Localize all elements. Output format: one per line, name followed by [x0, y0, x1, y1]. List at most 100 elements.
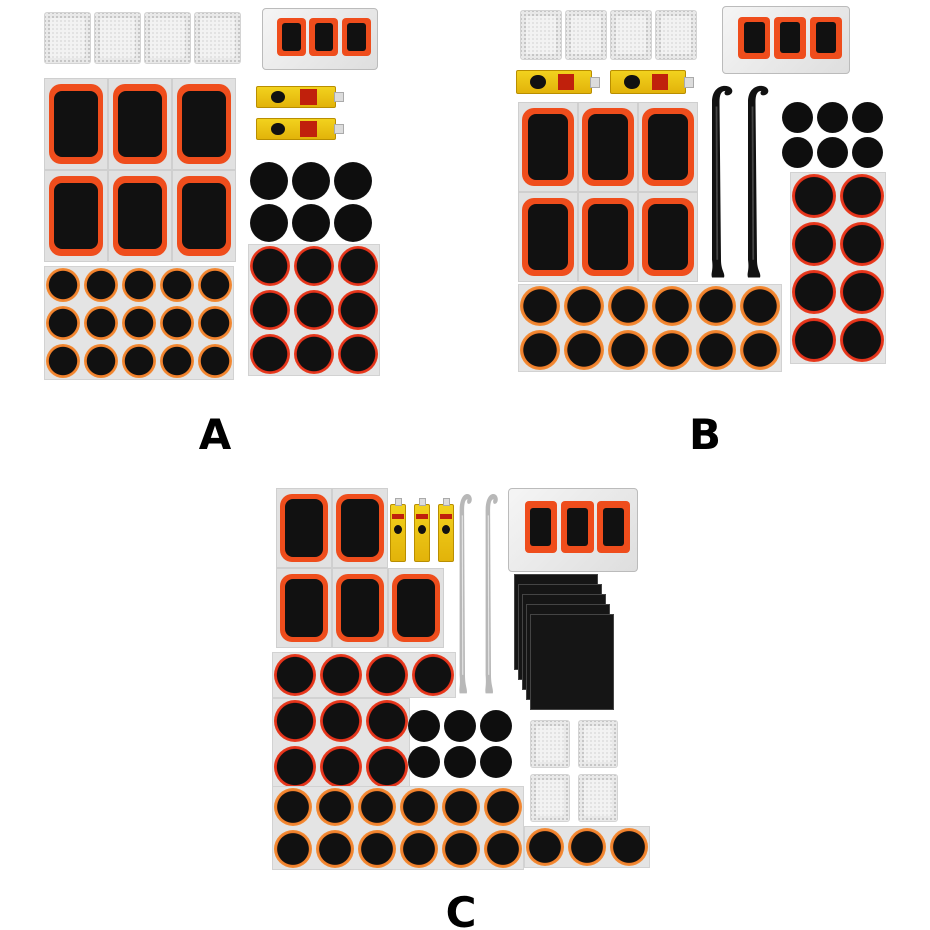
rectangular-patch — [172, 78, 236, 170]
round-patch — [198, 306, 232, 340]
round-patch — [250, 290, 290, 330]
sanding-pad — [520, 10, 562, 60]
round-patch — [338, 290, 378, 330]
round-black-patch — [852, 102, 883, 133]
round-patch — [412, 654, 454, 696]
round-patch — [160, 306, 194, 340]
round-patch — [316, 788, 354, 826]
round-patch — [320, 746, 362, 788]
rectangular-patch — [108, 78, 172, 170]
round-patch — [792, 222, 836, 266]
round-patch — [320, 700, 362, 742]
round-patch — [274, 788, 312, 826]
sanding-pad — [578, 774, 618, 822]
sanding-pad — [565, 10, 607, 60]
round-black-patch — [480, 746, 512, 778]
rectangular-patch — [172, 170, 236, 262]
glue-box — [722, 6, 850, 74]
sanding-pad — [144, 12, 191, 64]
round-patch — [520, 330, 560, 370]
round-patch — [526, 828, 564, 866]
round-patch — [84, 268, 118, 302]
glue-tube — [414, 498, 430, 562]
round-black-patch — [444, 710, 476, 742]
round-patch — [652, 286, 692, 326]
round-patch — [316, 830, 354, 868]
patch-backing-sheet — [518, 284, 782, 372]
round-patch — [564, 330, 604, 370]
glue-box — [508, 488, 638, 572]
glue-tube — [438, 498, 454, 562]
box-patch — [309, 17, 339, 57]
box-patch — [597, 500, 630, 553]
round-patch — [366, 700, 408, 742]
round-patch — [740, 286, 780, 326]
round-patch — [84, 344, 118, 378]
box-patch — [774, 16, 807, 59]
round-patch — [520, 286, 560, 326]
round-black-patch — [408, 746, 440, 778]
glue-tube — [390, 498, 406, 562]
round-patch — [652, 330, 692, 370]
round-black-patch — [292, 204, 330, 242]
round-black-patch — [408, 710, 440, 742]
rectangular-patch — [276, 488, 332, 568]
round-patch — [400, 788, 438, 826]
round-patch — [198, 268, 232, 302]
round-patch — [160, 268, 194, 302]
round-patch — [274, 654, 316, 696]
round-patch — [338, 246, 378, 286]
round-patch — [610, 828, 648, 866]
round-patch — [366, 746, 408, 788]
round-patch — [608, 286, 648, 326]
option-c-label: C — [445, 888, 477, 930]
round-patch — [484, 830, 522, 868]
round-patch — [400, 830, 438, 868]
tire-lever — [485, 494, 498, 694]
round-patch — [792, 318, 836, 362]
round-patch — [46, 306, 80, 340]
rectangular-patch — [388, 568, 444, 648]
round-patch — [122, 306, 156, 340]
box-patch — [738, 16, 771, 59]
option-a-kit-image — [44, 8, 380, 380]
box-patch — [276, 17, 306, 57]
glue-tube — [256, 86, 344, 108]
round-black-patch — [480, 710, 512, 742]
tire-lever — [747, 85, 769, 278]
round-patch — [84, 306, 118, 340]
rectangular-patch — [518, 192, 578, 282]
box-patch — [810, 16, 843, 59]
round-patch — [696, 286, 736, 326]
round-patch — [274, 830, 312, 868]
round-patch — [160, 344, 194, 378]
round-black-patch — [334, 162, 372, 200]
round-black-patch — [444, 746, 476, 778]
round-patch — [358, 788, 396, 826]
round-patch — [358, 830, 396, 868]
round-patch — [294, 246, 334, 286]
glue-tube — [610, 70, 694, 94]
rectangular-patch — [578, 102, 638, 192]
round-patch — [46, 344, 80, 378]
sanding-pad — [194, 12, 241, 64]
round-patch — [840, 174, 884, 218]
rectangular-patch — [638, 192, 698, 282]
round-patch — [840, 318, 884, 362]
round-patch — [46, 268, 80, 302]
option-a-label: A — [198, 410, 232, 459]
rectangular-patch — [518, 102, 578, 192]
round-patch — [320, 654, 362, 696]
option-c-kit-image — [272, 488, 660, 870]
round-patch — [338, 334, 378, 374]
rectangular-patch — [578, 192, 638, 282]
box-patch — [341, 17, 371, 57]
round-patch — [274, 700, 316, 742]
tire-lever — [711, 85, 733, 278]
round-patch — [442, 830, 480, 868]
round-patch — [294, 290, 334, 330]
round-patch — [696, 330, 736, 370]
round-black-patch — [250, 204, 288, 242]
round-patch — [122, 344, 156, 378]
round-black-patch — [817, 137, 848, 168]
